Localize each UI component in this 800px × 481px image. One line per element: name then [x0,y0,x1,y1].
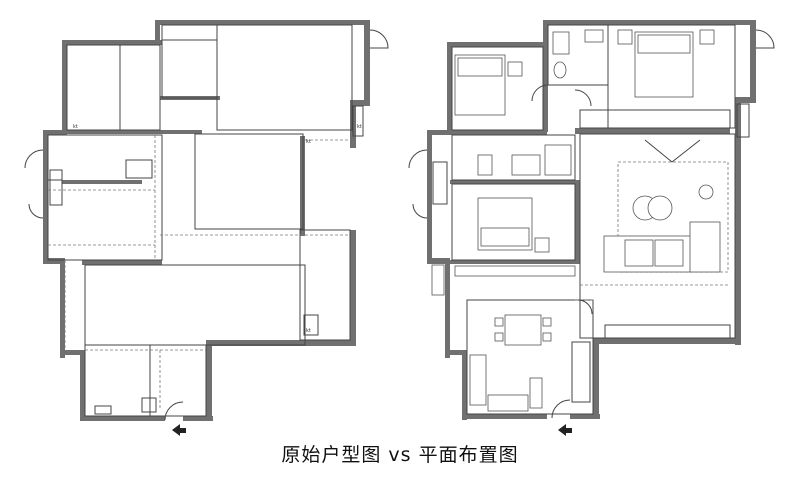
original-entrance-arrow-icon [172,424,186,436]
layout-living-room-furniture [603,139,729,273]
layout-dining-kitchen [431,264,576,412]
original-kt-label-1: kt [73,124,78,130]
layout-floor-plan [408,20,775,436]
layout-plan-walls [427,20,756,420]
layout-entrance-arrow-icon [558,424,572,436]
layout-bathroom-fixtures [477,29,604,176]
original-floor-plan: kt kt kt kt [24,20,389,436]
layout-bed-icon-1 [454,54,523,116]
layout-plan-rooms [432,24,750,415]
original-plan-partitions [47,24,364,417]
original-kt-label-3: kt [306,139,311,145]
comparison-caption: 原始户型图 vs 平面布置图 [281,444,519,466]
layout-bed-icon-2 [617,29,715,98]
original-plan-doors [24,29,389,421]
layout-plan-doors [408,29,775,419]
original-kt-label-4: kt [306,328,311,334]
original-plan-dashed-lines [48,135,350,410]
layout-bed-icon-3 [477,197,550,253]
original-plan-walls [43,20,370,421]
original-kt-label-2: kt [357,124,362,130]
